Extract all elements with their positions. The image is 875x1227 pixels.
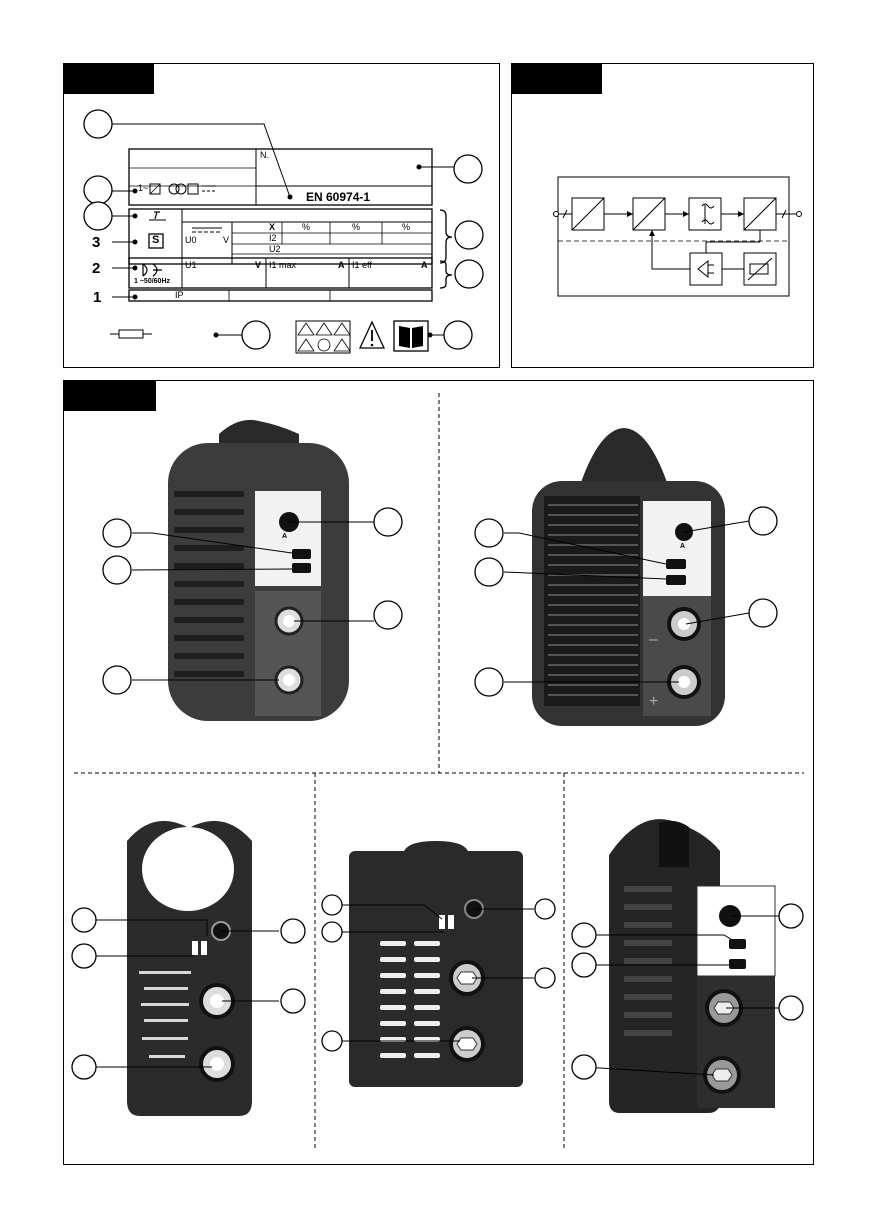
plate-u1-v-label: V xyxy=(255,260,262,270)
plate-i1eff-label: I1 eff xyxy=(352,260,372,270)
plate-row3-label: 3 xyxy=(92,234,101,251)
plus-terminal-label: + xyxy=(649,693,659,710)
figure-tag xyxy=(64,64,154,94)
figure-tag xyxy=(64,381,156,411)
rating-plate-drawing xyxy=(83,109,484,354)
device-front-view-c xyxy=(127,820,252,1116)
plate-u2-label: U2 xyxy=(269,244,281,254)
minus-terminal-label: – xyxy=(649,631,658,648)
inverter-block-diagram xyxy=(553,176,802,297)
plate-i1max-a-label: A xyxy=(338,260,345,270)
plate-frequency-label: 1 ~50/60Hz xyxy=(134,278,170,285)
plate-s-label: S xyxy=(152,234,160,246)
plate-u1-label: U1 xyxy=(185,260,197,270)
device-views-drawing xyxy=(71,393,804,1151)
dial-label-b: A xyxy=(680,543,686,550)
plate-i2-label: I2 xyxy=(269,233,277,243)
plate-u0-label: U0 xyxy=(185,235,197,245)
plate-number-label: N. xyxy=(260,150,269,160)
dial-label-a: A xyxy=(282,533,288,540)
figure-tag xyxy=(512,64,602,94)
plate-standard: EN 60974-1 xyxy=(306,190,371,204)
plate-row1-label: 1 xyxy=(93,289,102,306)
device-back-view xyxy=(349,841,523,1087)
plate-pct-1: % xyxy=(302,222,311,232)
device-front-view-b xyxy=(532,428,725,726)
device-front-view-a xyxy=(168,419,349,721)
block-diagram-panel xyxy=(511,63,814,368)
rating-plate-panel: N. EN 60974-1 1~ 3 S U0 V X % % % I2 U2 … xyxy=(63,63,500,368)
plate-pct-2: % xyxy=(352,222,361,232)
plate-u0-v-label: V xyxy=(223,235,230,245)
plate-pct-3: % xyxy=(402,222,411,232)
plate-supply-symbol: 1~ xyxy=(138,183,149,193)
plate-i1max-label: I1 max xyxy=(269,260,297,270)
plate-i1eff-a-label: A xyxy=(421,260,428,270)
device-views-panel: A A – + xyxy=(63,380,814,1165)
plate-ip-label: IP xyxy=(175,290,184,300)
plate-row2-label: 2 xyxy=(92,260,101,277)
device-side-view xyxy=(609,819,776,1113)
plate-x-label: X xyxy=(269,222,276,232)
